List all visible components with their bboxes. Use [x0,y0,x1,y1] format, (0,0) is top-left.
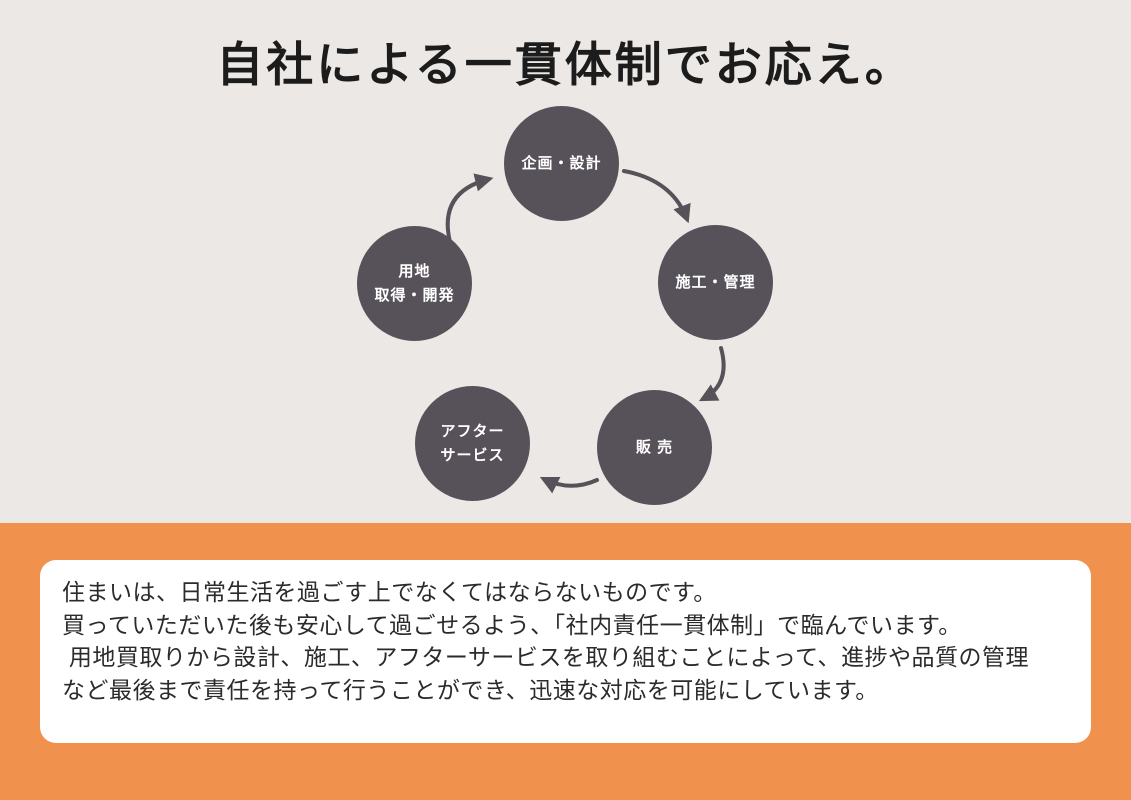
cycle-node-label: 販 売 [635,438,674,456]
cycle-diagram: 企画・設計 施工・管理 販 売 アフター サービス 用地 取得・開発 [357,106,773,505]
cycle-arrows [445,169,726,494]
description-line: 買っていただいた後も安心して過ごせるよう、「社内責任一貫体制」で臨んでいます。 [62,611,962,638]
cycle-node-sales: 販 売 [597,390,712,505]
top-section: 自社による一貫体制でお応え。 企画・設計 施工・管理 販 [216,38,915,505]
cycle-node-label: 用地 [398,262,431,280]
description-line: 住まいは、日常生活を過ごす上でなくてはならないものです。 [62,579,717,605]
cycle-node-label: サービス [440,446,505,464]
description-line: など最後まで責任を持って行うことができ、迅速な対応を可能にしています。 [62,676,879,703]
cycle-node-planning: 企画・設計 [504,106,619,221]
cycle-node-label: アフター [440,422,505,440]
arrow-construction-to-sales [698,346,726,402]
description-line: 用地買取りから設計、施工、アフターサービスを取り組むことによって、進捗や品質の管… [62,644,1029,670]
arrow-land-to-planning [445,173,494,244]
bottom-section: 住まいは、日常生活を過ごす上でなくてはならないものです。 買っていただいた後も安… [0,523,1131,800]
arrow-planning-to-construction [622,169,691,224]
cycle-node-label: 取得・開発 [374,286,455,304]
arrow-sales-to-after-service [539,476,599,494]
cycle-node-label: 企画・設計 [521,154,602,172]
page-title: 自社による一貫体制でお応え。 [216,38,915,91]
cycle-node-label: 施工・管理 [675,273,756,291]
cycle-node-land: 用地 取得・開発 [357,226,472,341]
cycle-node-after-service: アフター サービス [415,386,530,501]
description-box: 住まいは、日常生活を過ごす上でなくてはならないものです。 買っていただいた後も安… [40,560,1091,743]
cycle-node-construction: 施工・管理 [658,225,773,340]
